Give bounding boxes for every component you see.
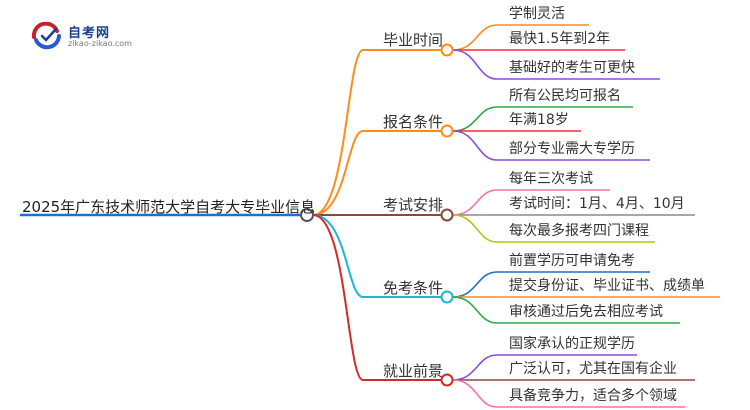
leaf-edge-2-3: [452, 130, 650, 161]
leaf-edge-5-1: [452, 354, 637, 381]
logo-title: 自考网: [68, 26, 111, 41]
leaf-label-2-1: 所有公民均可报名: [509, 88, 621, 104]
leaf-label-2-3: 部分专业需大专学历: [509, 141, 635, 157]
branch-edge-1: [312, 49, 441, 216]
mindmap-edges: [20, 24, 720, 408]
leaf-label-3-3: 每次最多报考四门课程: [509, 223, 649, 239]
root-label: 2025年广东技术师范大学自考大专毕业信息: [22, 198, 316, 216]
logo-subtitle: zikao-zikao.com: [68, 39, 132, 48]
leaf-label-5-2: 广泛认可，尤其在国有企业: [509, 361, 677, 377]
branch-label-2: 报名条件: [383, 113, 444, 131]
leaf-label-4-2: 提交身份证、毕业证书、成绩单: [509, 278, 705, 294]
leaf-edge-2-1: [452, 106, 633, 132]
leaf-label-1-1: 学制灵活: [509, 6, 565, 22]
branch-edge-4: [312, 214, 441, 298]
leaf-label-4-3: 审核通过后免去相应考试: [509, 304, 663, 320]
logo-mark-icon: [31, 22, 61, 50]
leaf-label-1-3: 基础好的考生可更快: [509, 60, 635, 76]
leaf-label-3-1: 每年三次考试: [509, 171, 593, 187]
leaf-label-5-3: 具备竞争力，适合多个领域: [509, 388, 677, 404]
branch-node-2: [440, 124, 454, 138]
leaf-label-3-2: 考试时间：1月、4月、10月: [509, 196, 685, 212]
leaf-label-4-1: 前置学历可申请免考: [509, 253, 635, 269]
leaf-edge-4-1: [452, 271, 650, 298]
branch-edge-2: [312, 130, 441, 216]
branch-node-1: [440, 43, 454, 57]
branch-node-4: [440, 290, 454, 304]
branch-node-5: [440, 373, 454, 387]
leaf-edge-4-3: [452, 296, 680, 324]
site-logo: 自考网 zikao-zikao.com: [30, 22, 150, 52]
leaf-label-1-2: 最快1.5年到2年: [509, 31, 611, 47]
branch-label-1: 毕业时间: [383, 31, 444, 49]
branch-edge-5: [312, 214, 441, 381]
branch-label-4: 免考条件: [383, 279, 444, 297]
leaf-edge-1-3: [452, 49, 660, 80]
leaf-label-2-2: 年满18岁: [509, 112, 569, 128]
leaf-label-5-1: 国家承认的正规学历: [509, 336, 635, 352]
branch-label-5: 就业前景: [383, 362, 444, 380]
root-node: [300, 208, 314, 222]
leaf-edge-5-3: [452, 379, 685, 408]
leaf-edge-1-1: [452, 24, 589, 51]
leaf-edge-3-1: [452, 189, 610, 216]
leaf-edge-3-3: [452, 214, 655, 243]
branch-label-3: 考试安排: [383, 196, 444, 214]
mindmap-node-markers: [300, 43, 454, 387]
branch-node-3: [440, 208, 454, 222]
